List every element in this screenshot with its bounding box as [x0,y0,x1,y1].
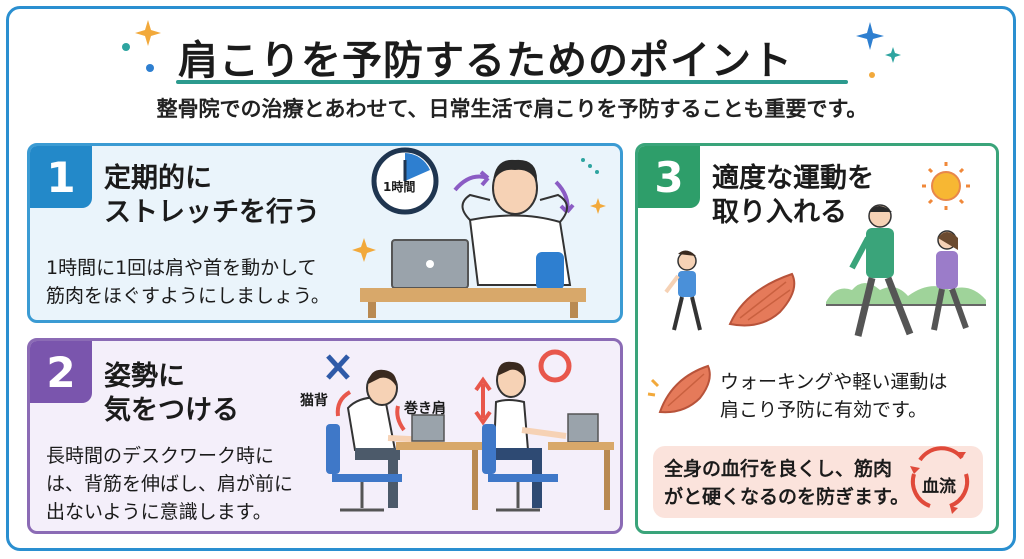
title-sparkles [122,20,901,78]
card2-heading-line1: 姿勢に [104,361,185,392]
laptop-icon [411,414,445,442]
chair [482,424,496,474]
sun-icon [922,162,970,210]
dot-icon [869,72,875,78]
sparkle-icon [885,47,901,63]
sparkle-icon [590,198,606,214]
woman-walker [931,230,969,331]
dots-icon [581,158,599,174]
card3-heading-line1: 適度な運動を [712,163,874,194]
card1-body-line2: 筋肉をほぐすようにしましょう。 [46,285,330,307]
shine-icon [647,378,660,397]
muscle-icon [658,364,711,414]
card3-body-line2: 肩こり予防に有効です。 [720,399,928,421]
up-down-arrow-icon [474,376,492,426]
upright-person [492,361,567,508]
card2-body-line2: は、背筋を伸ばし、肩が前に [46,473,294,495]
dot-icon [122,43,130,51]
card-number: 2 [30,341,92,403]
arrow-icon [395,405,406,432]
card3-heading-line2: 取り入れる [712,197,847,228]
sparkle-icon [352,238,376,262]
label-nekoze: 猫背 [300,393,328,409]
sparkle-icon [856,22,884,50]
clock-icon [371,147,439,215]
page-subtitle: 整骨院での治療とあわせて、日常生活で肩こりを予防することも重要です。 [156,97,868,121]
chair [536,252,564,290]
card1-heading-line2: ストレッチを行う [104,197,320,228]
card1-heading-line1: 定期的に [104,163,212,194]
desk [548,442,614,450]
card3-body-line1: ウォーキングや軽い運動は [720,371,948,393]
page-title: 肩こりを予防するためのポイント [178,38,793,84]
sparkle-icon [135,20,161,46]
card2-heading-line2: 気をつける [104,395,239,426]
chair [326,424,340,474]
card1-body-line1: 1時間に1回は肩や首を動かして [46,257,317,279]
desk [360,288,586,302]
x-mark-icon [326,354,350,380]
blood-flow-label: 血流 [922,477,956,497]
dot-icon [146,64,154,72]
card-number: 3 [638,146,700,208]
muscle-icon [728,272,796,327]
laptop-icon [391,239,469,289]
label-makigata: 巻き肩 [404,401,446,417]
pill-line1: 全身の血行を良くし、筋肉 [664,458,893,480]
title-underline [176,80,848,84]
adult-walker [849,204,914,337]
arrow-icon [335,390,352,417]
card-number: 1 [30,146,92,208]
slouching-person [346,369,431,508]
desk [396,442,482,450]
card2-body-line3: 出ないように意識します。 [46,501,272,523]
clock-label: 1時間 [383,180,416,194]
child-walker [664,250,702,331]
pill-line2: がと硬くなるのを防ぎます。 [664,486,910,508]
cycle-arrows-icon [910,446,970,508]
card2-body-line1: 長時間のデスクワーク時に [46,445,275,467]
circle-mark-icon [538,349,572,383]
